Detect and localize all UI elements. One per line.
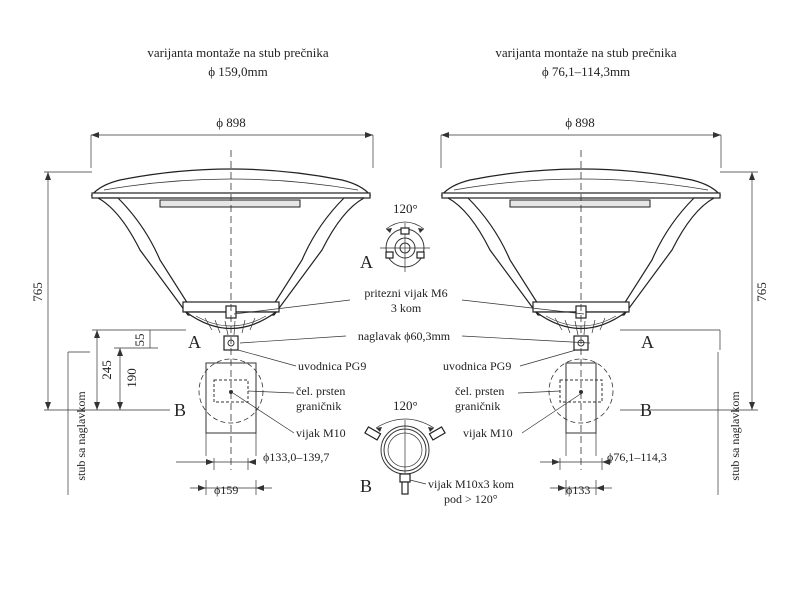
detail-b: 120° B (360, 398, 446, 496)
detail-b-label: B (360, 476, 372, 496)
bolt-right-label: vijak M10 (463, 426, 513, 440)
left-title-line1: varijanta montaže na stub prečnika (147, 45, 328, 60)
left-dim-245: 245 (99, 360, 114, 380)
right-width-dim: ϕ 898 (565, 115, 595, 130)
left-width-dim: ϕ 898 (216, 115, 246, 130)
detail-b-angle: 120° (393, 398, 418, 413)
right-title-line2: ϕ 76,1–114,3mm (542, 64, 630, 79)
bolts-line2: pod > 120° (444, 492, 498, 506)
gland-left-label: uvodnica PG9 (298, 359, 366, 373)
gland-right-label: uvodnica PG9 (443, 359, 511, 373)
detail-a: 120° A (360, 201, 430, 272)
sleeve-label: naglavak ϕ60,3mm (358, 329, 451, 343)
bolt-left-label: vijak M10 (296, 426, 346, 440)
detail-a-label: A (360, 252, 373, 272)
left-post-dim: ϕ159 (214, 483, 238, 497)
detail-a-angle: 120° (393, 201, 418, 216)
left-section-b: B (174, 400, 186, 420)
screw-m6-line2: 3 kom (391, 301, 422, 315)
left-height-dim: 765 (30, 282, 45, 302)
ring-left-line2: graničnik (296, 399, 341, 413)
bolts-line1: vijak M10x3 kom (428, 477, 515, 491)
left-post-label: stub sa naglavkom (74, 391, 88, 481)
left-title-line2: ϕ 159,0mm (208, 64, 268, 79)
right-post-label: stub sa naglavkom (728, 391, 742, 481)
screw-m6-line1: pritezni vijak M6 (364, 286, 447, 300)
ring-right-line2: graničnik (455, 399, 500, 413)
left-luminaire: ϕ 898 765 245 (30, 115, 374, 497)
right-title-line1: varijanta montaže na stub prečnika (495, 45, 676, 60)
right-section-a: A (641, 332, 654, 352)
ring-left-line1: čel. prsten (296, 384, 345, 398)
ring-right-line1: čel. prsten (455, 384, 504, 398)
left-bore-dim: ϕ133,0–139,7 (263, 450, 329, 464)
left-dim-55: 55 (132, 334, 147, 347)
right-height-dim: 765 (754, 282, 769, 302)
right-section-b: B (640, 400, 652, 420)
left-dim-190: 190 (124, 368, 139, 388)
right-post-dim: ϕ133 (566, 483, 590, 497)
right-bore-dim: ϕ76,1–114,3 (607, 450, 667, 464)
right-luminaire: ϕ 898 765 A B stub sa naglavkom (440, 115, 769, 497)
left-section-a: A (188, 332, 201, 352)
